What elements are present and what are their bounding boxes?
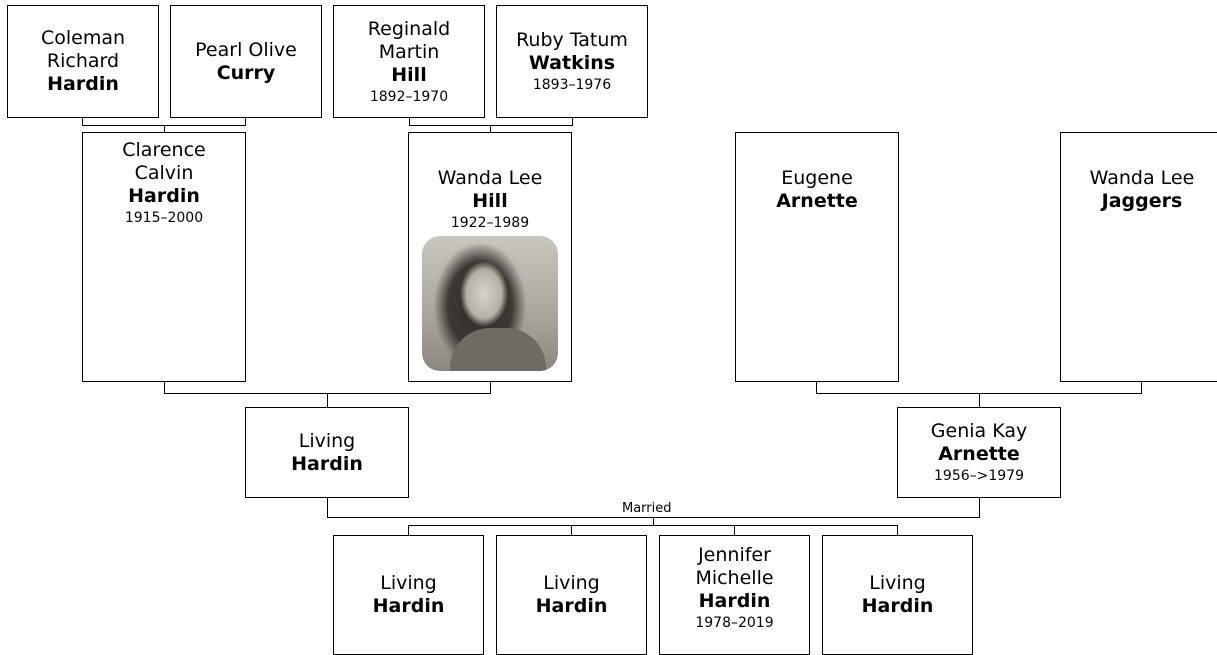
surname: Hardin [291, 452, 363, 475]
given-name: Michelle [695, 567, 774, 589]
person-card-ruby-watkins[interactable]: Ruby Tatum Watkins 1893–1976 [496, 5, 648, 118]
person-card-pearl-curry[interactable]: Pearl Olive Curry [170, 5, 322, 118]
person-card-wanda-lee-jaggers[interactable]: Wanda Lee Jaggers [1060, 132, 1217, 382]
connector-line [409, 125, 573, 126]
connector-line [571, 525, 572, 535]
connector-line [164, 125, 165, 132]
life-dates: 1893–1976 [532, 77, 612, 93]
given-name: Clarence [122, 139, 206, 161]
given-name: Calvin [134, 162, 194, 184]
given-name: Pearl Olive [195, 38, 297, 61]
given-name: Eugene [781, 167, 853, 189]
surname: Hardin [47, 73, 119, 95]
person-card-eugene-arnette[interactable]: Eugene Arnette [735, 132, 899, 382]
given-name: Living [298, 429, 356, 452]
person-card-living-hardin-husband[interactable]: Living Hardin [245, 407, 409, 498]
person-card-genia-kay-arnette[interactable]: Genia Kay Arnette 1956–>1979 [897, 407, 1061, 498]
surname: Hardin [128, 185, 200, 207]
connector-line [1141, 382, 1142, 394]
person-card-child-2[interactable]: Living Hardin [496, 535, 647, 655]
given-name: Coleman [40, 27, 126, 49]
given-name: Wanda Lee [437, 167, 543, 189]
person-card-jennifer-michelle-hardin[interactable]: Jennifer Michelle Hardin 1978–2019 [659, 535, 810, 655]
life-dates: 1922–1989 [450, 215, 530, 231]
given-name: Richard [46, 50, 120, 72]
connector-line [490, 125, 491, 132]
given-name: Living [869, 572, 926, 594]
connector-line [979, 498, 980, 518]
connector-line [408, 525, 409, 535]
connector-line [816, 382, 817, 394]
surname: Arnette [938, 443, 1020, 465]
surname: Hardin [372, 595, 445, 617]
person-card-child-1[interactable]: Living Hardin [333, 535, 484, 655]
married-label: Married [622, 501, 672, 516]
given-name: Living [380, 572, 437, 594]
given-name: Wanda Lee [1089, 167, 1195, 189]
surname: Jaggers [1101, 190, 1183, 212]
connector-line [408, 525, 898, 526]
given-name: Living [543, 572, 600, 594]
connector-line [164, 382, 165, 394]
portrait-photo [422, 236, 558, 371]
connector-line [734, 525, 735, 535]
given-name: Ruby Tatum [516, 29, 628, 51]
surname: Hill [391, 63, 427, 86]
surname: Hardin [861, 595, 934, 617]
person-card-clarence-hardin[interactable]: Clarence Calvin Hardin 1915–2000 [82, 132, 246, 382]
life-dates: 1978–2019 [695, 615, 774, 631]
surname: Hardin [698, 590, 771, 612]
connector-line [327, 498, 328, 518]
person-card-wanda-lee-hill[interactable]: Wanda Lee Hill 1922–1989 [408, 132, 572, 382]
connector-line [572, 118, 573, 126]
person-card-coleman-hardin[interactable]: Coleman Richard Hardin [7, 5, 159, 118]
given-name: Reginald [367, 17, 451, 40]
connector-line [245, 118, 246, 126]
connector-line [490, 382, 491, 394]
person-card-reginald-hill[interactable]: Reginald Martin Hill 1892–1970 [333, 5, 485, 118]
surname: Watkins [528, 52, 616, 74]
surname: Hardin [535, 595, 608, 617]
life-dates: 1915–2000 [124, 210, 204, 226]
given-name: Jennifer [698, 544, 771, 566]
surname: Curry [216, 61, 276, 84]
given-name: Martin [378, 40, 440, 63]
connector-line [409, 118, 410, 126]
person-card-child-4[interactable]: Living Hardin [822, 535, 973, 655]
surname: Arnette [776, 190, 858, 212]
connector-line [979, 393, 980, 407]
surname: Hill [472, 190, 508, 212]
connector-line [897, 525, 898, 535]
given-name: Genia Kay [930, 420, 1028, 442]
life-dates: 1892–1970 [369, 88, 449, 105]
life-dates: 1956–>1979 [934, 468, 1024, 484]
connector-line [82, 118, 83, 126]
connector-line [653, 517, 654, 525]
connector-line [327, 393, 328, 407]
